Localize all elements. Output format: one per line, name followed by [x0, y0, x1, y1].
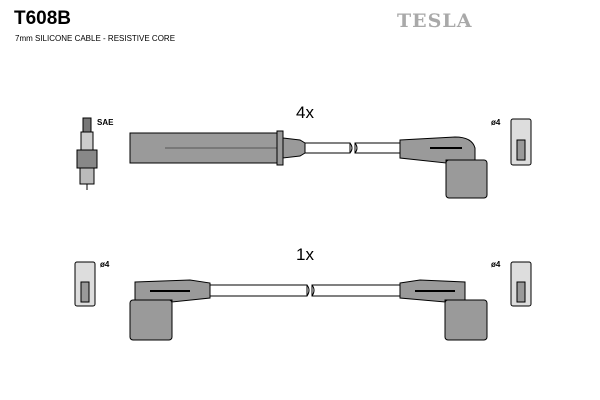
coil-terminal-top-right-icon [510, 118, 532, 166]
cable-description: 7mm SILICONE CABLE - RESISTIVE CORE [15, 34, 176, 43]
quantity-label-bottom: 1x [296, 245, 314, 264]
diameter-label-top-right: ø4 [491, 118, 501, 127]
quantity-label-top: 4x [296, 103, 314, 122]
spark-plug-icon [76, 117, 98, 190]
coil-terminal-bottom-left-icon [74, 261, 96, 307]
diameter-label-bottom-left: ø4 [100, 260, 110, 269]
double-elbow-wire [129, 279, 488, 341]
diameter-label-bottom-right: ø4 [491, 260, 501, 269]
brand-logo: TESLA [397, 10, 473, 32]
sae-label: SAE [97, 118, 114, 127]
straight-boot-wire [129, 130, 488, 199]
coil-terminal-bottom-right-icon [510, 261, 532, 307]
part-code: T608B [14, 8, 72, 29]
